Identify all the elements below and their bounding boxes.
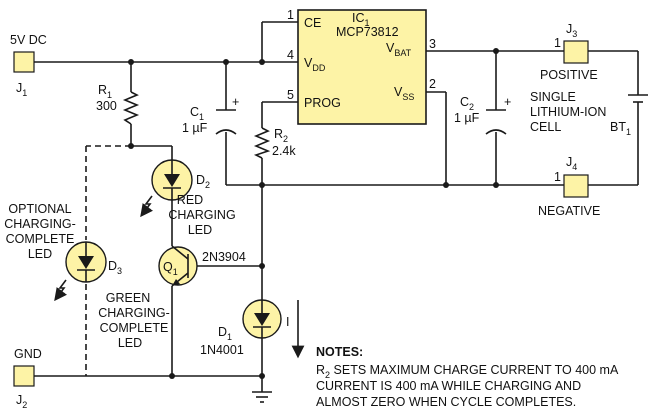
svg-text:300: 300 [96, 99, 117, 113]
svg-text:J2: J2 [16, 393, 27, 410]
ic-mcp73812: IC1 MCP73812 1 4 5 3 2 CE VDD PROG VBAT … [287, 8, 436, 125]
battery-bt1: SINGLE LITHIUM-ION CELL BT1 [530, 90, 648, 137]
svg-text:C1: C1 [190, 105, 204, 122]
svg-text:SINGLE: SINGLE [530, 90, 576, 104]
svg-text:3: 3 [429, 37, 436, 51]
notes: NOTES: R2 SETS MAXIMUM CHARGE CURRENT TO… [316, 345, 619, 409]
pin-ce: CE [304, 16, 321, 30]
connector-j4: 1 J4 NEGATIVE [538, 155, 600, 218]
capacitor-c2: + C2 1 µF [454, 95, 511, 135]
svg-text:J3: J3 [566, 22, 577, 39]
svg-text:5: 5 [287, 88, 294, 102]
svg-text:GREEN: GREEN [106, 291, 150, 305]
svg-text:2.4k: 2.4k [272, 144, 296, 158]
j1-label: 5V DC [10, 33, 47, 47]
svg-text:1: 1 [287, 8, 294, 22]
svg-text:COMPLETE: COMPLETE [6, 232, 75, 246]
svg-text:LED: LED [188, 223, 212, 237]
svg-text:D3: D3 [108, 259, 122, 276]
svg-text:LED: LED [118, 336, 142, 350]
resistor-r1: R1 300 [96, 83, 140, 125]
notes-line-2: CURRENT IS 400 mA WHILE CHARGING AND [316, 379, 581, 393]
notes-line-3: ALMOST ZERO WHEN CYCLE COMPLETES. [316, 395, 576, 409]
svg-text:RED: RED [177, 193, 203, 207]
svg-text:D2: D2 [196, 173, 210, 190]
svg-text:CHARGING-: CHARGING- [98, 306, 170, 320]
svg-text:COMPLETE: COMPLETE [100, 321, 169, 335]
svg-text:D1: D1 [218, 325, 232, 342]
diode-d1: D1 1N4001 [200, 299, 282, 357]
j4-label: NEGATIVE [538, 204, 600, 218]
resistor-r2: R2 2.4k [253, 127, 296, 159]
svg-text:R2: R2 [274, 127, 288, 144]
pin-vss: VSS [394, 85, 414, 102]
pin-prog: PROG [304, 96, 341, 110]
ground-symbol [252, 391, 272, 403]
connector-j3: 1 J3 POSITIVE [540, 22, 598, 82]
svg-text:1 µF: 1 µF [182, 121, 208, 135]
svg-text:+: + [504, 95, 511, 109]
svg-text:Q1: Q1 [163, 260, 178, 277]
svg-text:BT1: BT1 [610, 120, 631, 137]
ic-part: MCP73812 [336, 25, 399, 39]
svg-text:LED: LED [28, 247, 52, 261]
j2-label: GND [14, 347, 42, 361]
transistor-q1: Q1 2N3904 GREEN CHARGING- COMPLETE LED [98, 235, 246, 350]
j3-label: POSITIVE [540, 68, 598, 82]
pin-vdd: VDD [304, 56, 326, 73]
svg-text:2N3904: 2N3904 [202, 250, 246, 264]
svg-text:+: + [232, 95, 239, 109]
connector-j1: 5V DC J1 [10, 33, 47, 98]
junction-dots [128, 48, 499, 379]
capacitor-c1: + C1 1 µF [182, 95, 239, 135]
current-label: I [286, 315, 289, 329]
notes-title: NOTES: [316, 345, 363, 359]
svg-text:LITHIUM-ION: LITHIUM-ION [530, 105, 606, 119]
led-d2: D2 RED CHARGING LED [140, 159, 236, 237]
svg-text:2: 2 [429, 77, 436, 91]
svg-text:OPTIONAL: OPTIONAL [8, 202, 71, 216]
svg-text:J4: J4 [566, 155, 577, 172]
connector-j2: GND J2 [13, 347, 42, 410]
current-arrow: I [286, 300, 305, 359]
j4-pin: 1 [554, 170, 561, 184]
svg-text:R1: R1 [98, 83, 112, 100]
svg-text:C2: C2 [460, 95, 474, 112]
svg-text:CHARGING: CHARGING [168, 208, 235, 222]
svg-text:1 µF: 1 µF [454, 111, 480, 125]
j3-pin: 1 [554, 36, 561, 50]
pin-vbat: VBAT [386, 41, 412, 58]
svg-text:1N4001: 1N4001 [200, 343, 244, 357]
led-d3: D3 OPTIONAL CHARGING- COMPLETE LED [4, 202, 122, 302]
svg-text:J1: J1 [16, 81, 27, 98]
svg-text:IC1: IC1 [352, 11, 370, 28]
wires [34, 21, 639, 392]
svg-text:4: 4 [287, 48, 294, 62]
notes-line-1: R2 SETS MAXIMUM CHARGE CURRENT TO 400 mA [316, 363, 619, 380]
svg-text:CELL: CELL [530, 120, 561, 134]
svg-text:CHARGING-: CHARGING- [4, 217, 76, 231]
